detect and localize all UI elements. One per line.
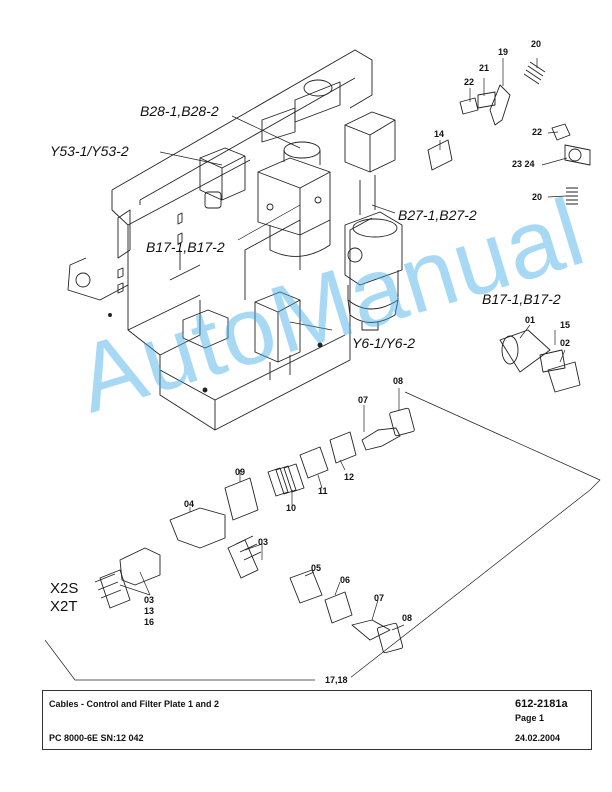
valve-block-b17: [257, 141, 331, 257]
label-b27: B27-1,B27-2: [398, 207, 477, 223]
page-number: Page 1: [515, 713, 545, 723]
callout-05: 05: [311, 563, 322, 573]
solenoid-y6: [182, 291, 301, 380]
callout-08-bottom: 08: [402, 613, 413, 623]
callout-23-24: 23 24: [512, 159, 535, 169]
callout-13: 13: [144, 606, 155, 616]
callout-10: 10: [286, 503, 297, 513]
callout-06: 06: [340, 575, 351, 585]
callout-15: 15: [560, 320, 571, 330]
callout-12: 12: [344, 472, 355, 482]
callout-03-left: 03: [144, 595, 155, 605]
sensor-b17: [499, 329, 581, 393]
machine-model: PC 8000-6E SN:12 042: [49, 733, 144, 743]
callout-08-top: 08: [393, 376, 404, 386]
drawing-title: Cables - Control and Filter Plate 1 and …: [49, 699, 220, 709]
callout-14: 14: [434, 129, 445, 139]
leader-lines: [44, 58, 601, 681]
connector-x2t: X2T: [50, 598, 78, 615]
label-b17-left: B17-1,B17-2: [146, 239, 225, 255]
callout-16: 16: [144, 617, 155, 627]
callout-02: 02: [560, 338, 571, 348]
callout-20-top: 20: [531, 39, 542, 49]
control-filter-plate: [67, 49, 373, 431]
title-block: Cables - Control and Filter Plate 1 and …: [42, 690, 592, 750]
callout-22-top: 22: [464, 77, 475, 87]
callout-21: 21: [479, 63, 490, 73]
solenoid-y53: [199, 147, 246, 209]
callout-20-right: 20: [532, 192, 543, 202]
connector-x2s: X2S: [50, 580, 79, 597]
drawing-number: 612-2181a: [515, 698, 568, 710]
label-b17-right: B17-1,B17-2: [482, 291, 561, 307]
callout-22-right: 22: [532, 127, 543, 137]
callout-17-18: 17,18: [322, 676, 351, 685]
filter-housing: [344, 211, 403, 331]
callout-07-bottom: 07: [374, 593, 385, 603]
callout-07-top: 07: [358, 395, 369, 405]
callout-04: 04: [184, 499, 195, 509]
callout-19: 19: [498, 47, 509, 57]
callout-01: 01: [525, 315, 536, 325]
sensor-b27: [344, 111, 396, 215]
label-y53: Y53-1/Y53-2: [50, 143, 129, 159]
callout-11: 11: [318, 486, 328, 496]
callout-03-mid: 03: [258, 537, 269, 547]
label-y6: Y6-1/Y6-2: [352, 335, 416, 351]
drawing-date: 24.02.2004: [515, 733, 561, 743]
label-b28: B28-1,B28-2: [140, 103, 219, 119]
top-fitting: [261, 79, 341, 143]
harness-components: [94, 407, 415, 654]
callout-09: 09: [235, 467, 246, 477]
